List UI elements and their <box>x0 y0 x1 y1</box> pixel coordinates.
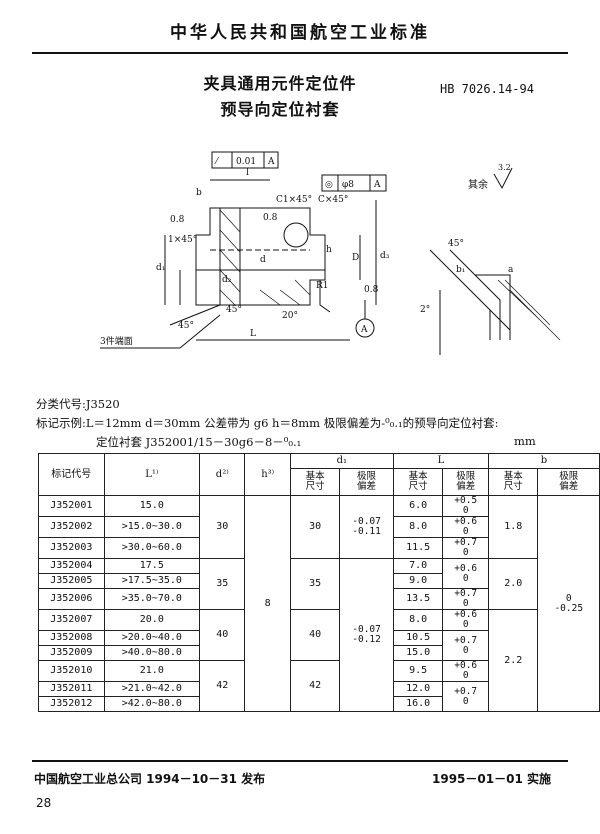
roughness-value: 3.2 <box>498 163 511 172</box>
label-tag-A: A <box>360 325 368 335</box>
spec-table: 标记代号 L¹⁾ d²⁾ h³⁾ d₁ L b 基本尺寸 极限偏差 基本尺寸 极… <box>38 453 600 712</box>
label-b1: b₁ <box>456 265 465 275</box>
label-20deg: 20° <box>282 311 298 321</box>
label-l: l <box>246 168 249 178</box>
doc-code: HB 7026.14-94 <box>440 82 534 96</box>
header-rule <box>32 52 568 54</box>
doc-title-line2: 预导向定位衬套 <box>220 100 340 119</box>
label-r08a: 0.8 <box>170 215 185 225</box>
remaining-roughness-label: 其余 <box>468 178 488 191</box>
technical-drawing: ⁄ 0.01 A ◎ φ8 A 其余 3.2 b l 0.8 0.8 0.8 C… <box>100 151 561 355</box>
label-d1: d₁ <box>156 263 165 273</box>
table-row: J352009>40.0~80.0 15.0 <box>38 645 600 661</box>
category-code: 分类代号:J3520 <box>36 397 120 411</box>
tolerance-frame-runout: ⁄ 0.01 A <box>211 151 279 169</box>
label-L: L <box>250 329 256 339</box>
tf1-sym: ⁄ <box>214 157 220 167</box>
label-c2: C×45° <box>318 195 348 205</box>
page-number: 28 <box>36 796 52 810</box>
th-d1: d₁ <box>289 453 394 469</box>
doc-title-line1: 夹具通用元件定位件 <box>203 74 357 93</box>
label-45deg-b: 45° <box>178 321 194 331</box>
label-r08c: 0.8 <box>364 285 379 295</box>
tolerance-frame-coaxial: ◎ φ8 A <box>321 174 387 192</box>
detail-view <box>429 249 561 355</box>
bush-cross-section <box>195 207 331 313</box>
th-Lg: L <box>392 453 490 469</box>
label-d: d <box>260 255 266 265</box>
label-45deg-c: 45° <box>448 239 464 249</box>
th-h: h³⁾ <box>244 453 291 496</box>
marking-example: 标记示例:L＝12mm d＝30mm 公差带为 g6 h＝8mm 极限偏差为-⁰… <box>36 416 499 430</box>
label-angle: 2° <box>420 305 430 315</box>
footer-rule <box>32 760 568 762</box>
issuer-line: 中国航空工业总公司 1994－10－31 发布 <box>34 772 266 786</box>
standard-header: 中华人民共和国航空工业标准 <box>170 23 430 43</box>
label-end-mark: 3件端面 <box>100 335 133 347</box>
label-45deg-a: 45° <box>226 305 242 315</box>
table-row: J352012>42.0~80.0 16.0 <box>38 696 600 712</box>
th-d: d²⁾ <box>199 453 246 496</box>
label-b: b <box>196 188 202 198</box>
tf1-val: 0.01 <box>236 157 256 167</box>
th-L: L¹⁾ <box>103 453 201 496</box>
unit-label: mm <box>514 434 536 448</box>
label-D: D <box>352 253 359 263</box>
marking-example-line2: 定位衬套 J352001/15－30g6－8－⁰₀.₁ <box>96 435 302 449</box>
table-row: J352005>17.5~35.0 9.0 <box>38 573 600 589</box>
tf2-ref: A <box>373 180 381 190</box>
label-c1: C1×45° <box>276 195 312 205</box>
label-r08b: 0.8 <box>263 213 278 223</box>
effective-line: 1995－01－01 实施 <box>432 772 551 786</box>
th-code: 标记代号 <box>38 453 105 496</box>
roughness-symbol-icon <box>493 167 513 190</box>
th-b: b <box>488 453 600 469</box>
label-h: h <box>326 245 332 255</box>
tf2-sym: ◎ <box>325 180 333 190</box>
tf2-val: φ8 <box>342 180 354 190</box>
label-R1: R1 <box>316 281 329 291</box>
label-d3: d₃ <box>380 251 390 261</box>
label-chamfer: 1×45° <box>168 235 197 245</box>
label-d2: d₂ <box>222 275 232 285</box>
tf1-ref: A <box>267 157 275 167</box>
label-a: a <box>508 265 514 275</box>
